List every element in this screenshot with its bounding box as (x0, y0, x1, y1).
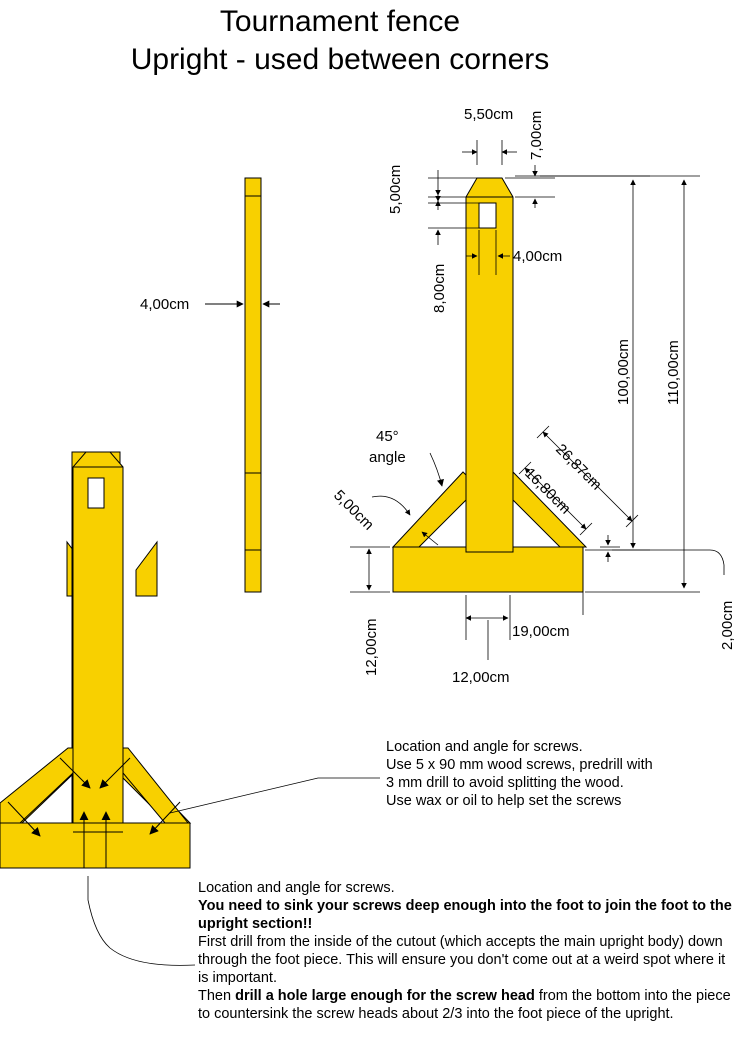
note-leaders (87, 777, 380, 966)
note-top-line: Use 5 x 90 mm wood screws, predrill with (386, 757, 653, 773)
top-height-label: 7,00cm (528, 111, 545, 160)
front-dimension-lines (350, 140, 725, 660)
screw-arrows (7, 757, 181, 868)
note-top-line: Use wax or oil to help set the screws (386, 793, 622, 809)
brace-width-label: 5,00cm (330, 487, 377, 534)
slot-width-label: 4,00cm (513, 248, 562, 265)
foot (392, 546, 584, 593)
foot-height-label: 12,00cm (363, 618, 380, 676)
foot-inset-label: 2,00cm (719, 601, 736, 650)
upright-slot (478, 202, 497, 229)
title-line-2: Upright - used between corners (130, 43, 550, 76)
note-bottom-bold: drill a hole large enough for the screw … (235, 988, 535, 1004)
note-bottom-bold: You need to sink your screws deep enough… (198, 898, 732, 932)
total-height-label: 110,00cm (665, 340, 682, 405)
foot-cutout-label: 19,00cm (512, 623, 570, 640)
note-bottom-line: Location and angle for screws. (198, 880, 395, 896)
left-brace (391, 471, 467, 548)
note-bottom-text: from the bottom into the piece to counte… (198, 988, 731, 1022)
screw-note-bottom: Location and angle for screws. You need … (198, 879, 733, 1023)
side-view-body (244, 177, 262, 593)
brace-angle-word: angle (369, 449, 406, 466)
note-bottom-warning: You need to sink your screws deep enough… (198, 897, 733, 933)
left-view-brace (135, 540, 158, 597)
upright-height-label: 100,00cm (615, 339, 632, 405)
note-top-line: 3 mm drill to avoid splitting the wood. (386, 775, 624, 791)
brace-length-outer-label: 26,87cm (552, 441, 605, 494)
note-bottom-paragraph: Then drill a hole large enough for the s… (198, 987, 733, 1023)
screw-note-top: Location and angle for screws. Use 5 x 9… (386, 738, 726, 810)
brace-angle-label: 45° (376, 428, 399, 445)
upright-width-label: 12,00cm (452, 669, 510, 686)
top-width-label: 5,50cm (464, 106, 513, 123)
note-bottom-paragraph: First drill from the inside of the cutou… (198, 934, 726, 986)
front-view (391, 177, 588, 593)
slot-offset-label: 5,00cm (387, 165, 404, 214)
title-line-1: Tournament fence (219, 5, 461, 38)
detail-upright-top (0, 451, 191, 869)
side-thickness-label: 4,00cm (140, 296, 189, 313)
note-top-line: Location and angle for screws. (386, 739, 583, 755)
slot-height-label: 8,00cm (431, 264, 448, 313)
side-view (244, 177, 262, 593)
note-bottom-text: Then (198, 988, 236, 1004)
upright-body (465, 177, 514, 553)
